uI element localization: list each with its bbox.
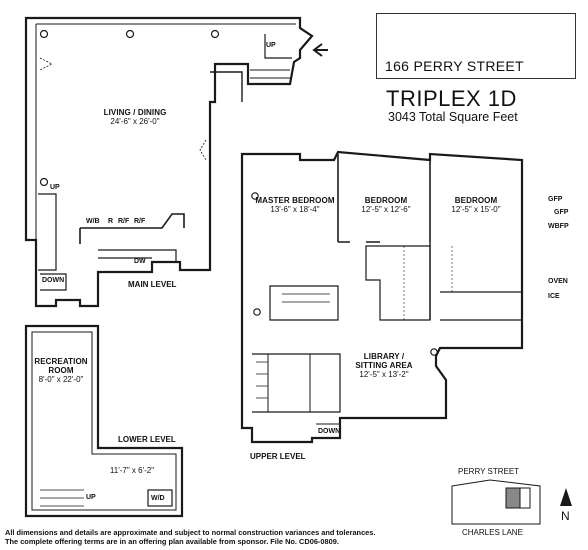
fixture-wd: W/D	[151, 495, 165, 502]
room-dimensions: 12'-5" x 12'-6"	[361, 205, 411, 215]
north-arrow	[560, 488, 572, 506]
level-label-lower: LOWER LEVEL	[118, 435, 176, 444]
room-name: RECREATION	[34, 357, 88, 366]
title-box	[376, 13, 576, 79]
site-plan	[451, 479, 541, 525]
stair-up-label: UP	[266, 42, 276, 49]
room-name: BEDROOM	[364, 196, 408, 205]
legend-gfp: GFP	[554, 209, 569, 216]
upper-level-walls	[240, 150, 524, 444]
total-square-feet: 3043 Total Square Feet	[388, 110, 518, 124]
room-living-dining: LIVING / DINING 24'-6" x 26'-0"	[70, 108, 200, 126]
room-library: LIBRARY / SITTING AREA 12'-5" x 13'-2"	[344, 352, 424, 380]
room-dimensions: 13'-6" x 18'-4"	[270, 205, 320, 215]
building-address: 166 PERRY STREET	[385, 58, 524, 74]
street-label-bottom: CHARLES LANE	[462, 528, 523, 537]
room-dimensions: 12'-5" x 15'-0"	[451, 205, 501, 215]
room-master-bedroom: MASTER BEDROOM 13'-6" x 18'-4"	[252, 196, 338, 214]
room-name: SITTING AREA	[355, 361, 413, 371]
legend-gfp: GFP	[548, 196, 563, 203]
room-dimensions: 8'-0" x 22'-0"	[38, 375, 84, 385]
level-label-upper: UPPER LEVEL	[250, 452, 306, 461]
disclaimer: All dimensions and details are approxima…	[5, 528, 565, 547]
main-level-walls	[24, 16, 314, 308]
unit-title: TRIPLEX 1D	[386, 86, 517, 111]
room-bedroom-3: BEDROOM 12'-5" x 15'-0"	[436, 196, 516, 214]
legend-ice: ICE	[548, 293, 560, 300]
stair-down-label: DOWN	[42, 277, 65, 284]
level-label-main: MAIN LEVEL	[128, 280, 177, 289]
north-label: N	[561, 509, 570, 523]
room-dimensions: 12'-5" x 13'-2"	[359, 370, 409, 380]
lower-space-dimensions: 11'-7" x 6'-2"	[109, 466, 155, 475]
room-name: BEDROOM	[454, 196, 498, 205]
disclaimer-line: The complete offering terms are in an of…	[5, 536, 339, 546]
room-bedroom-2: BEDROOM 12'-5" x 12'-6"	[346, 196, 426, 214]
room-name: LIBRARY /	[363, 352, 405, 361]
fixture-rf: R/F	[134, 218, 146, 225]
fixture-dw: DW	[134, 258, 146, 265]
room-dimensions: 24'-6" x 26'-0"	[110, 117, 160, 127]
stair-up-label: UP	[86, 494, 96, 501]
legend-wbfp: WBFP	[548, 223, 569, 230]
room-name: LIVING / DINING	[103, 108, 167, 117]
fixture-wb: W/B	[86, 218, 100, 225]
street-label-top: PERRY STREET	[458, 467, 520, 476]
fixture-r: R	[108, 218, 114, 225]
fixture-rf: R/F	[118, 218, 130, 225]
stair-down-label: DOWN	[318, 428, 341, 435]
disclaimer-line: All dimensions and details are approxima…	[5, 528, 376, 537]
legend-oven: OVEN	[548, 278, 568, 285]
stair-up-label: UP	[50, 184, 60, 191]
room-name: MASTER BEDROOM	[255, 196, 335, 205]
room-name: ROOM	[48, 366, 74, 376]
room-recreation: RECREATION ROOM 8'-0" x 22'-0"	[30, 357, 92, 385]
lower-level-walls	[24, 324, 184, 518]
entry-arrow	[312, 43, 328, 57]
